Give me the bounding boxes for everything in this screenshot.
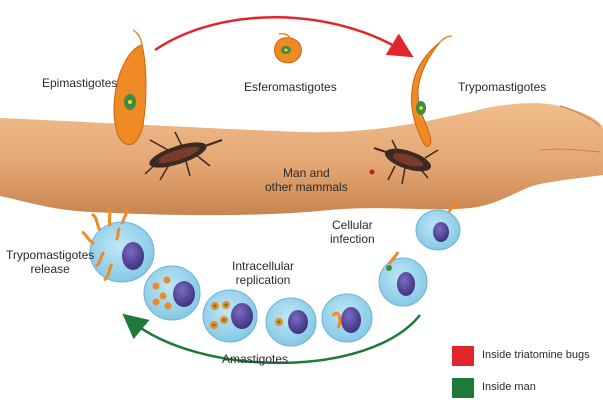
host-cell (202, 289, 258, 343)
host-cell (415, 198, 461, 251)
label-cellular-infection-line1: Cellular (332, 218, 373, 232)
label-cellular-infection-line2: infection (330, 232, 375, 246)
label-intracellular-replication: Intracellular replication (232, 259, 294, 287)
epimastigote-parasite (113, 29, 147, 145)
label-host-line2: other mammals (265, 180, 348, 194)
label-epimastigotes: Epimastigotes (42, 76, 118, 90)
label-intracellular-line1: Intracellular (232, 259, 295, 273)
triatomine-bug (144, 131, 223, 181)
label-amastigotes: Amastigotes (222, 352, 289, 366)
legend-swatch-man (452, 378, 474, 398)
legend-label-bugs: Inside triatomine bugs (482, 349, 590, 361)
label-trypomastigotes-release: Trypomastigotes release (6, 248, 94, 276)
triatomine-bug (369, 139, 439, 185)
label-intracellular-line2: replication (235, 273, 291, 287)
trypomastigote-parasite (411, 35, 453, 147)
label-cellular-infection: Cellular infection (330, 218, 375, 246)
host-cell (378, 251, 428, 307)
host-cell-release (81, 205, 155, 283)
host-cell (321, 293, 373, 343)
arm (0, 103, 603, 216)
host-cell (143, 265, 201, 321)
label-host-line1: Man and (282, 166, 330, 180)
esferomastigote-parasite (274, 32, 302, 64)
label-release-line1: Trypomastigotes (6, 248, 95, 262)
label-release-line2: release (30, 262, 70, 276)
label-trypomastigotes: Trypomastigotes (458, 80, 547, 94)
bug-cycle-arrow (154, 16, 414, 58)
legend-swatch-bugs (452, 346, 474, 366)
legend-label-man: Inside man (482, 381, 536, 393)
host-cell (265, 297, 317, 347)
label-host: Man and other mammals (265, 166, 348, 194)
finger-line (559, 105, 601, 127)
finger-line (539, 148, 601, 153)
label-esferomastigotes: Esferomastigotes (244, 80, 337, 94)
human-cycle-arrow (122, 313, 421, 365)
